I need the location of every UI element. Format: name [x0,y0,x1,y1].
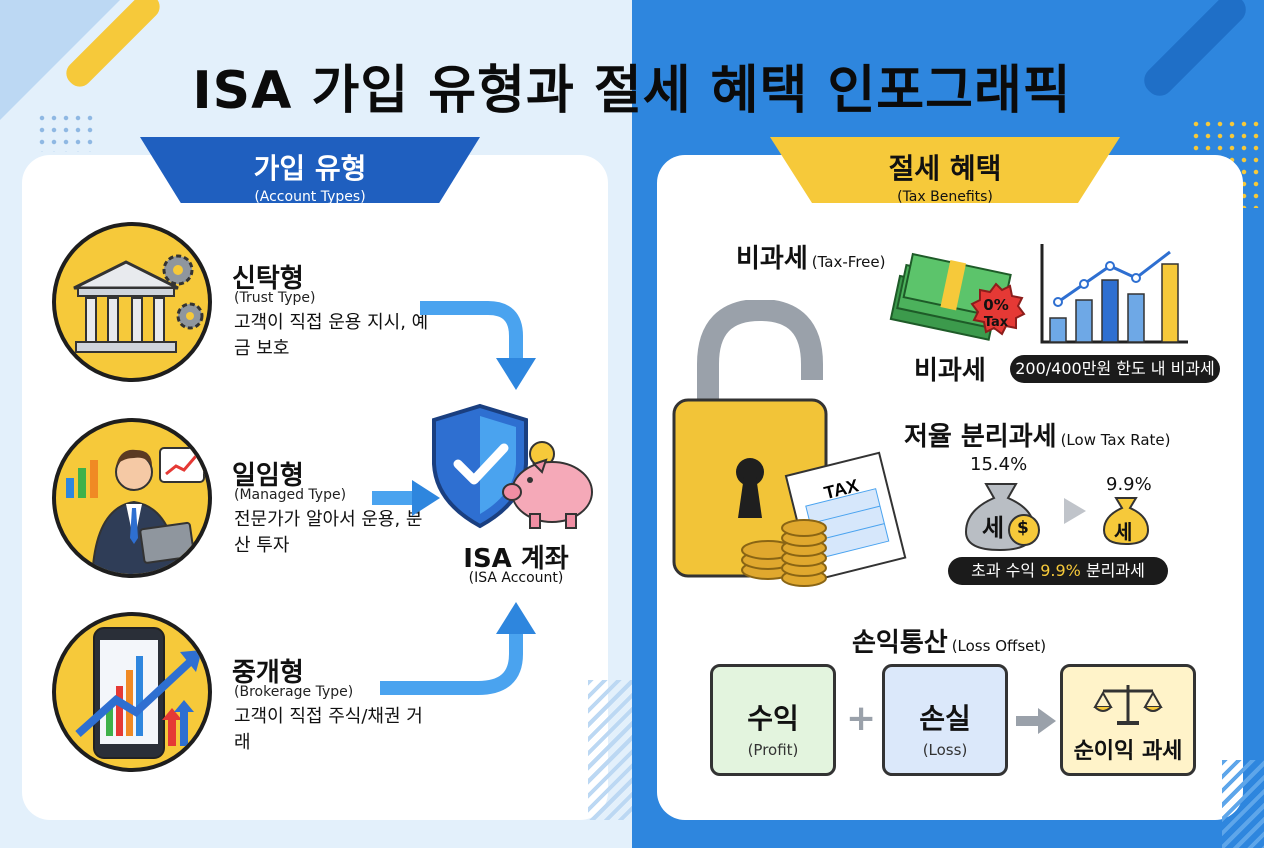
arrow-right-gray-icon [1016,708,1056,734]
advisor-tablet-icon [52,418,212,578]
money-bag-gold-char: 세 [1114,520,1133,544]
type-name-brokerage: 중개형 [232,658,304,688]
low-rate-pill-prefix: 초과 수익 [971,561,1041,580]
profit-box: 수익 (Profit) [710,664,836,776]
rate-after: 9.9% [1106,474,1152,495]
zero-tax-badge-top: 0% [983,296,1009,314]
banner-title: 가입 유형 [253,152,367,185]
account-types-banner: 가입 유형 (Account Types) [140,137,480,203]
dollar-coin-char: $ [1017,518,1029,538]
bg-lines-left [588,680,632,820]
profit-subtitle: (Profit) [747,741,799,759]
loss-offset-heading: 손익통산(Loss Offset) [852,622,1046,659]
tax-free-subtitle: (Tax-Free) [811,253,886,271]
cash-stack-icon [889,252,1026,341]
low-rate-pill-highlight: 9.9% [1040,561,1081,580]
plus-sign: + [846,698,877,739]
loss-box: 손실 (Loss) [882,664,1008,776]
type-name-trust: 신탁형 [232,264,304,294]
tax-free-title: 비과세 [736,244,808,274]
loss-offset-subtitle: (Loss Offset) [951,637,1047,655]
type-en-managed: (Managed Type) [234,487,347,503]
rate-before: 15.4% [970,454,1028,475]
loss-offset-title: 손익통산 [852,628,948,658]
money-bag-gray-char: 세 [982,514,1005,542]
arrow-trust-to-account-icon [420,301,536,390]
banner-title: 절세 혜택 [888,152,1002,185]
growth-bar-chart-icon [1040,244,1188,344]
banner-subtitle: (Tax Benefits) [897,189,993,205]
net-profit-tax-box: 순이익 과세 [1060,664,1196,776]
money-bag-gray-icon [964,483,1040,552]
bg-triangle-left [0,0,120,120]
tax-free-label: 비과세 [914,356,986,386]
tax-free-heading: 비과세(Tax-Free) [736,238,885,275]
arrow-right-gray-icon [1064,498,1086,524]
padlock-tax-document-icon: TAX [672,300,907,587]
loss-subtitle: (Loss) [922,741,968,759]
zero-tax-badge-bottom: Tax [983,315,1009,330]
shield-check-piggy-bank-icon [432,403,593,529]
bank-building-gears-icon [52,222,212,382]
type-en-trust: (Trust Type) [234,290,316,306]
net-profit-tax-label: 순이익 과세 [1073,739,1183,764]
low-rate-pill-suffix: 분리과세 [1080,561,1145,580]
banner-subtitle: (Account Types) [254,189,366,205]
arrow-managed-to-account-icon [372,480,440,516]
isa-account-subtitle: (ISA Account) [468,570,564,586]
type-desc-managed: 전문가가 알아서 운용, 분산 투자 [234,509,423,556]
profit-title: 수익 [747,702,799,735]
low-rate-heading: 저율 분리과세(Low Tax Rate) [904,416,1171,453]
phone-chart-arrow-icon [52,612,212,772]
tax-free-limit-pill: 200/400만원 한도 내 비과세 [1010,355,1220,383]
low-rate-title: 저율 분리과세 [904,422,1057,452]
money-bag-gold-icon [1102,497,1150,546]
arrow-brokerage-to-account-icon [380,602,536,695]
low-rate-pill: 초과 수익 9.9% 분리과세 [948,557,1168,585]
type-name-managed: 일임형 [232,461,304,491]
tax-benefits-banner: 절세 혜택 (Tax Benefits) [770,137,1120,203]
low-rate-subtitle: (Low Tax Rate) [1060,431,1171,449]
page-title: ISA 가입 유형과 절세 혜택 인포그래픽 [192,61,1072,121]
isa-account-title: ISA 계좌 [463,544,569,574]
bg-lines-right [1222,760,1264,848]
balance-scale-icon [1093,685,1163,725]
type-desc-trust: 고객이 직접 운용 지시, 예금 보호 [234,312,429,359]
loss-title: 손실 [919,702,971,735]
bg-dots-left [36,112,96,152]
type-en-brokerage: (Brokerage Type) [234,684,354,700]
type-desc-brokerage: 고객이 직접 주식/채권 거래 [234,706,423,753]
